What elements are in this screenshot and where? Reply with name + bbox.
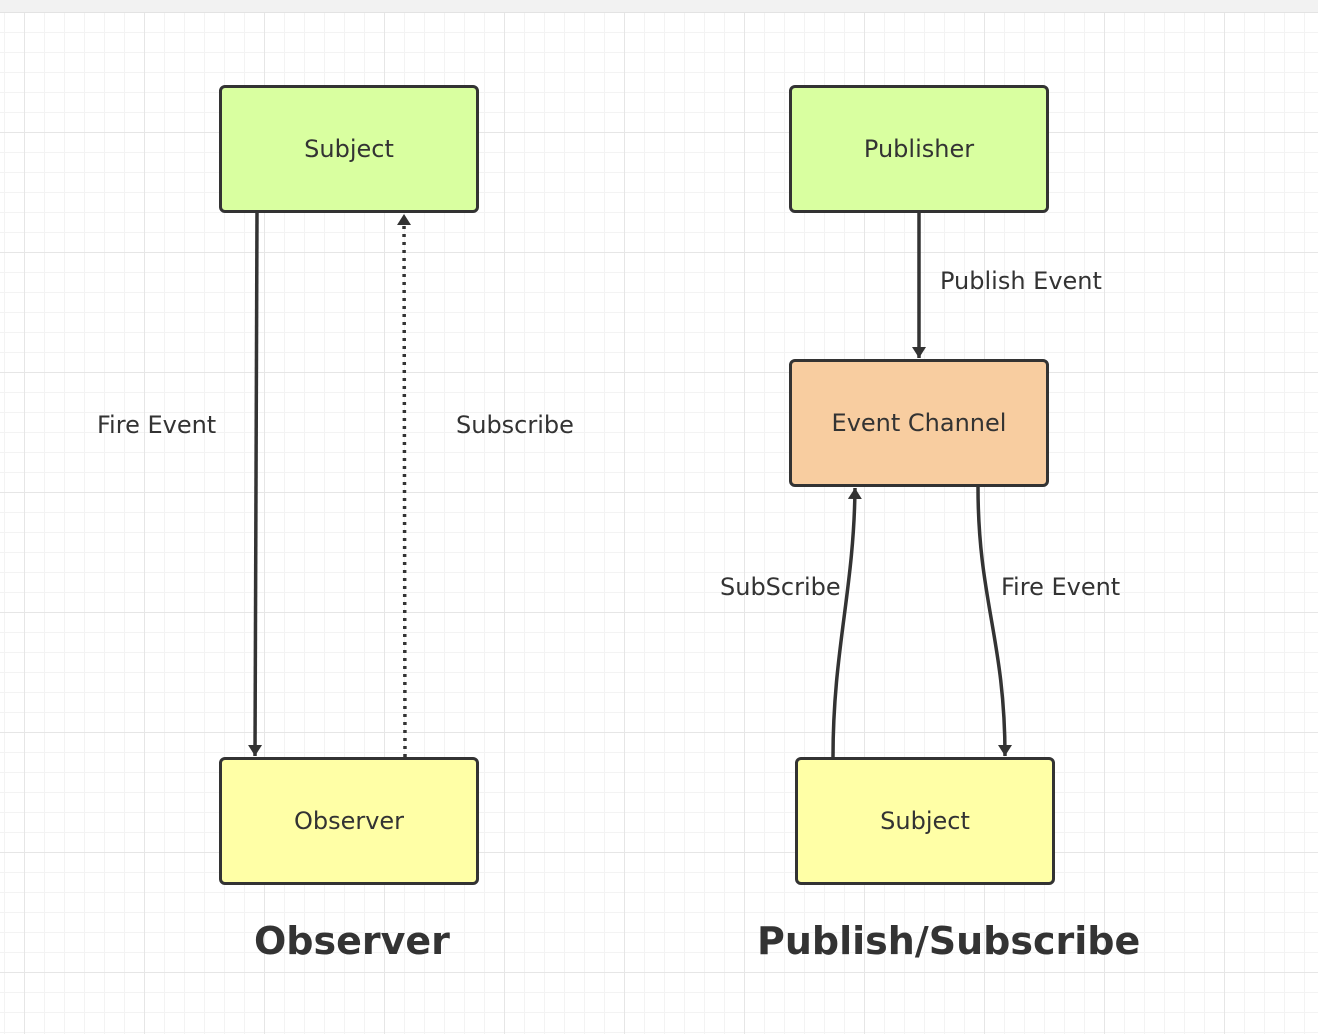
fire-event-arrow <box>248 211 263 757</box>
publisher-label: Publisher <box>863 135 975 163</box>
observer-subject-node[interactable]: Subject <box>219 85 479 213</box>
event-channel-label: Event Channel <box>831 409 1007 437</box>
subscribe-dotted-arrow <box>397 213 412 758</box>
observer-fire-event-label: Fire Event <box>97 411 217 439</box>
pubsub-subscribe-label: SubScribe <box>720 573 841 601</box>
pubsub-title: Publish/Subscribe <box>757 919 1141 963</box>
top-toolbar-strip <box>0 0 1318 13</box>
pubsub-fire-event-arrow <box>976 486 1012 757</box>
event-channel-node[interactable]: Event Channel <box>789 359 1049 487</box>
observer-subscribe-label: Subscribe <box>456 411 574 439</box>
publisher-node[interactable]: Publisher <box>789 85 1049 213</box>
observer-title: Observer <box>254 919 450 963</box>
observer-observer-label: Observer <box>293 807 405 835</box>
observer-subject-label: Subject <box>304 135 394 163</box>
pubsub-subscribe-arrow <box>831 487 862 758</box>
pubsub-fire-event-label: Fire Event <box>1001 573 1121 601</box>
observer-observer-node[interactable]: Observer <box>219 757 479 885</box>
pubsub-subject-node[interactable]: Subject <box>795 757 1055 885</box>
publish-event-label: Publish Event <box>940 267 1102 295</box>
pubsub-subject-label: Subject <box>880 807 970 835</box>
